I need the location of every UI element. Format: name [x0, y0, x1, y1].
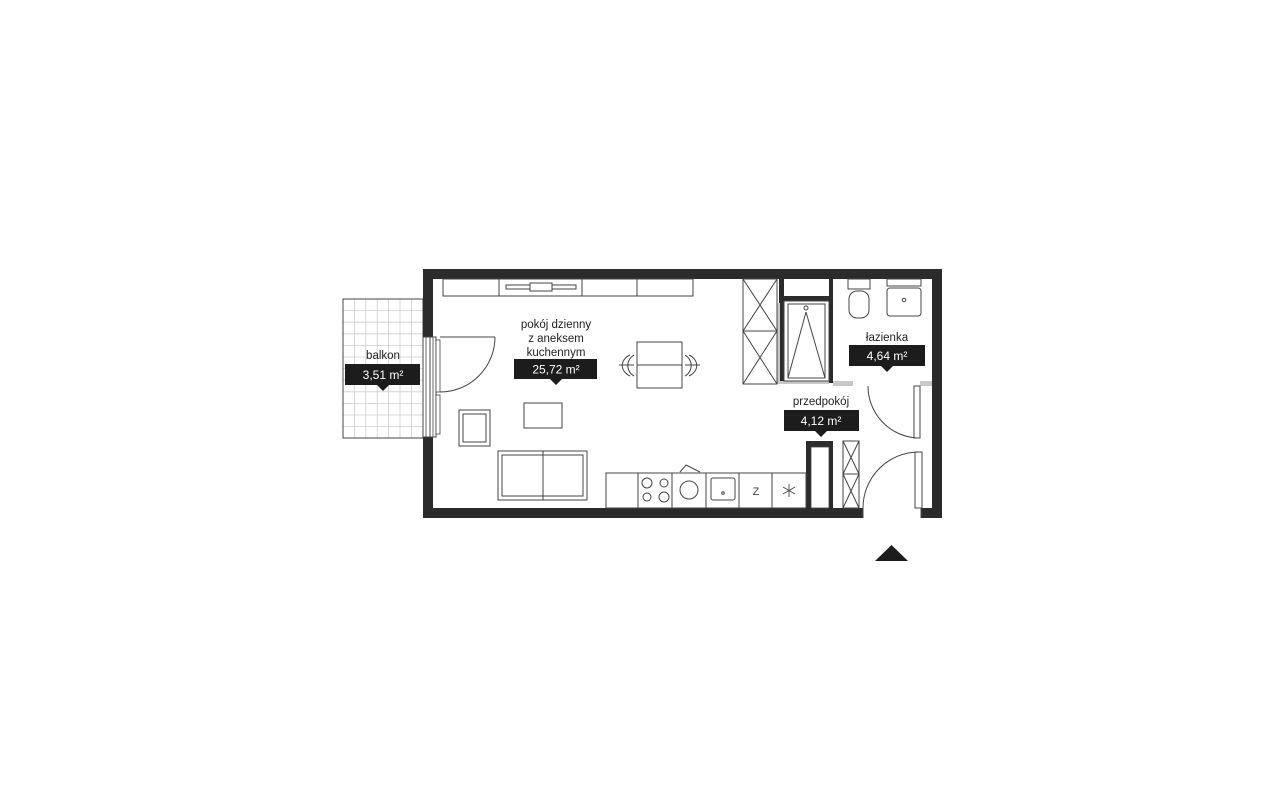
- balcony-door-swing: [439, 336, 496, 393]
- partition-bath-right: [920, 381, 932, 386]
- living-label-line-1: pokój dzienny: [521, 319, 592, 331]
- balcony-tile-grid: [343, 299, 423, 438]
- entrance-door[interactable]: [862, 451, 923, 518]
- living-label-line-2: z aneksem: [528, 333, 584, 345]
- wardrobe: [742, 278, 778, 385]
- toilet-icon: [847, 278, 871, 319]
- coffee-table: [523, 402, 563, 429]
- armchair: [458, 409, 491, 447]
- partition-wardrobe: [777, 303, 780, 384]
- bathroom-label: łazienka: [866, 332, 909, 344]
- label-bathroom: łazienka 4,64 m²: [849, 332, 925, 372]
- chair-left: [619, 354, 635, 377]
- living-label-line-3: kuchennym: [527, 347, 586, 359]
- area-value-balcony: 3,51 m²: [363, 368, 404, 382]
- sofa: [497, 450, 588, 501]
- snowflake-icon: [782, 484, 796, 497]
- area-value-living: 25,72 m²: [532, 363, 579, 377]
- bathroom-door[interactable]: [867, 385, 921, 439]
- wall-bottom-right: [921, 508, 942, 518]
- shower: [783, 300, 830, 382]
- dining-table: [619, 341, 700, 389]
- kitchen-counter: Z: [605, 464, 807, 509]
- area-badge-bathroom: [849, 345, 925, 366]
- chair-right: [684, 354, 700, 377]
- hall-label: przedpokój: [793, 396, 849, 408]
- label-balcony: balkon 3,51 m²: [345, 350, 420, 391]
- area-badge-balcony: [345, 364, 420, 385]
- upper-cabinets: [442, 278, 694, 297]
- wall-shower-left: [779, 279, 784, 383]
- balcony-window[interactable]: [422, 336, 441, 438]
- wall-shower-right: [829, 279, 833, 383]
- partition-bath-bottom: [833, 381, 853, 386]
- wall-left-upper: [423, 269, 433, 337]
- washing-machine-icon: [679, 464, 701, 500]
- shower-drain-icon: [803, 305, 809, 311]
- wall-top: [423, 269, 942, 279]
- area-badge-living: [514, 359, 597, 379]
- label-living-room: pokój dzienny z aneksem kuchennym 25,72 …: [514, 319, 597, 385]
- area-badge-hall: [784, 410, 859, 431]
- z-icon: Z: [753, 486, 760, 498]
- cooktop-icon: [641, 477, 670, 503]
- wall-left-lower: [423, 437, 433, 518]
- washbasin-icon: [886, 278, 922, 317]
- wall-bottom-main: [423, 508, 863, 518]
- sink-icon: [710, 477, 736, 501]
- partitions: [777, 303, 932, 386]
- area-value-bathroom: 4,64 m²: [867, 349, 908, 363]
- area-value-hall: 4,12 m²: [801, 414, 842, 428]
- wall-right: [932, 269, 942, 518]
- label-hall: przedpokój 4,12 m²: [784, 396, 859, 437]
- balcony-label: balkon: [366, 350, 400, 362]
- north-arrow-icon: [875, 545, 908, 561]
- partition-bottom: [779, 381, 829, 384]
- hall-wardrobe: [842, 440, 860, 509]
